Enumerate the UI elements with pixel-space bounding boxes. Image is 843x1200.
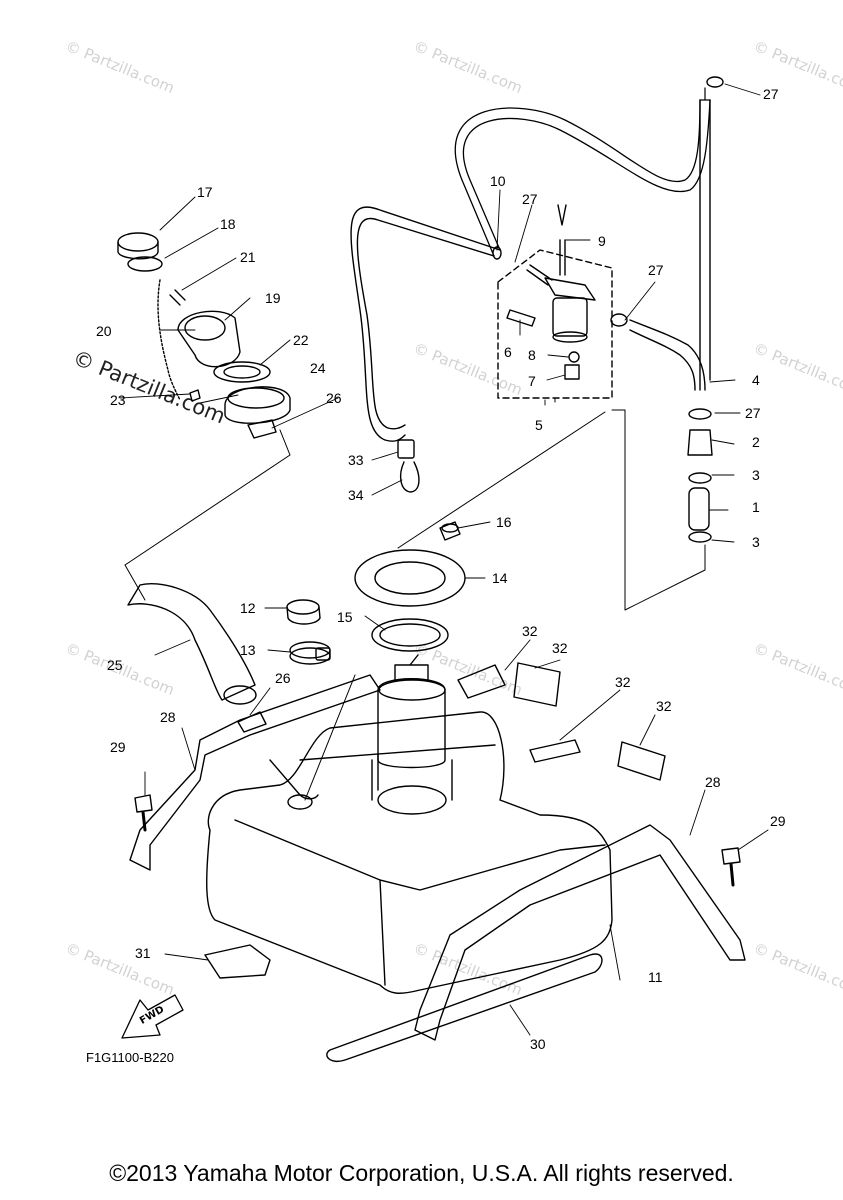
bolt-left-29 [134,794,153,832]
cap-and-clamp-12-13 [286,599,331,665]
callout-20: 20 [96,323,112,339]
mat-part-31 [204,944,271,979]
callout-24: 24 [310,360,326,376]
decal-labels-32 [457,662,666,781]
callout-29: 29 [770,813,786,829]
callout-leaders [119,83,769,1036]
callout-19: 19 [265,290,281,306]
callout-23: 23 [110,392,126,408]
clip-parts-33-34 [397,439,420,493]
fuel-sender-unit [371,654,453,815]
fwd-arrow-icon [121,994,184,1039]
callout-27: 27 [522,191,538,207]
callout-numbers: 1 2 3 3 4 5 6 7 8 9 10 11 12 13 14 15 16… [96,86,786,1052]
callout-4: 4 [752,372,760,388]
callout-14: 14 [492,570,508,586]
callout-15: 15 [337,609,353,625]
callout-33: 33 [348,452,364,468]
fuel-hose-part-4 [610,313,706,391]
fuel-tank-part-11 [206,711,613,994]
callout-18: 18 [220,216,236,232]
pump-plate-14-16 [354,521,466,652]
callout-1: 1 [752,499,760,515]
callout-17: 17 [197,184,213,200]
callout-30: 30 [530,1036,546,1052]
callout-27: 27 [763,86,779,102]
callout-32: 32 [522,623,538,639]
callout-13: 13 [240,642,256,658]
callout-2: 2 [752,434,760,450]
callout-7: 7 [528,373,536,389]
callout-32: 32 [656,698,672,714]
callout-12: 12 [240,600,256,616]
callout-3: 3 [752,467,760,483]
callout-26: 26 [275,670,291,686]
filler-neck-group [117,232,291,439]
callout-16: 16 [496,514,512,530]
callout-9: 9 [598,233,606,249]
tank-strap-right-28 [414,824,746,1041]
callout-6: 6 [504,344,512,360]
callout-28: 28 [160,709,176,725]
callout-27: 27 [648,262,664,278]
hose-clamp-part-26 [237,711,267,733]
diagram-code: F1G1100-B220 [86,1050,174,1065]
callout-11: 11 [648,969,663,985]
callout-27: 27 [745,405,761,421]
mat-part-30 [326,953,603,1062]
callout-26: 26 [326,390,342,406]
callout-25: 25 [107,657,123,673]
callout-10: 10 [490,173,506,189]
bolt-right-29 [721,847,741,887]
callout-22: 22 [293,332,309,348]
copyright-text: ©2013 Yamaha Motor Corporation, U.S.A. A… [109,1160,734,1186]
vent-hose-part-10 [350,87,711,442]
fuel-filter-assembly [497,204,613,399]
callout-32: 32 [552,640,568,656]
vent-hose-top-27 [699,76,724,391]
tank-strap-left-28 [129,674,381,871]
right-fittings [687,408,713,543]
callout-29: 29 [110,739,126,755]
callout-32: 32 [615,674,631,690]
callout-31: 31 [135,945,151,961]
callout-28: 28 [705,774,721,790]
callout-34: 34 [348,487,364,503]
callout-21: 21 [240,249,256,265]
callout-8: 8 [528,347,536,363]
callout-5: 5 [535,417,543,433]
callout-3: 3 [752,534,760,550]
leader-lines [124,397,706,801]
filler-hose-part-25 [127,583,257,705]
